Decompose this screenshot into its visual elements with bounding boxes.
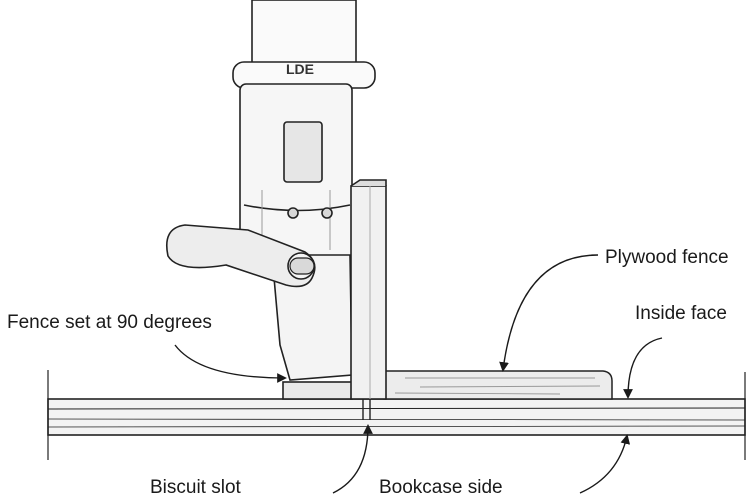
label-inside-face: Inside face	[635, 303, 727, 324]
callout-arrows	[174, 254, 663, 494]
arrow-fence-90	[174, 344, 287, 383]
tool-brand-marking: LDE	[286, 61, 314, 77]
bookcase-side-board	[47, 370, 746, 460]
label-plywood-fence: Plywood fence	[605, 247, 729, 268]
arrow-biscuit-slot	[332, 424, 373, 494]
biscuit-joiner	[166, 0, 387, 400]
biscuit-slot-mark	[362, 399, 371, 420]
plywood-fence-block	[383, 370, 613, 400]
label-biscuit-slot: Biscuit slot	[150, 477, 241, 498]
arrow-inside-face	[623, 337, 663, 399]
arrow-plywood-fence	[499, 254, 599, 372]
arrow-bookcase-side	[579, 434, 631, 494]
label-fence-set-90: Fence set at 90 degrees	[7, 312, 212, 333]
label-bookcase-side: Bookcase side	[379, 477, 503, 498]
